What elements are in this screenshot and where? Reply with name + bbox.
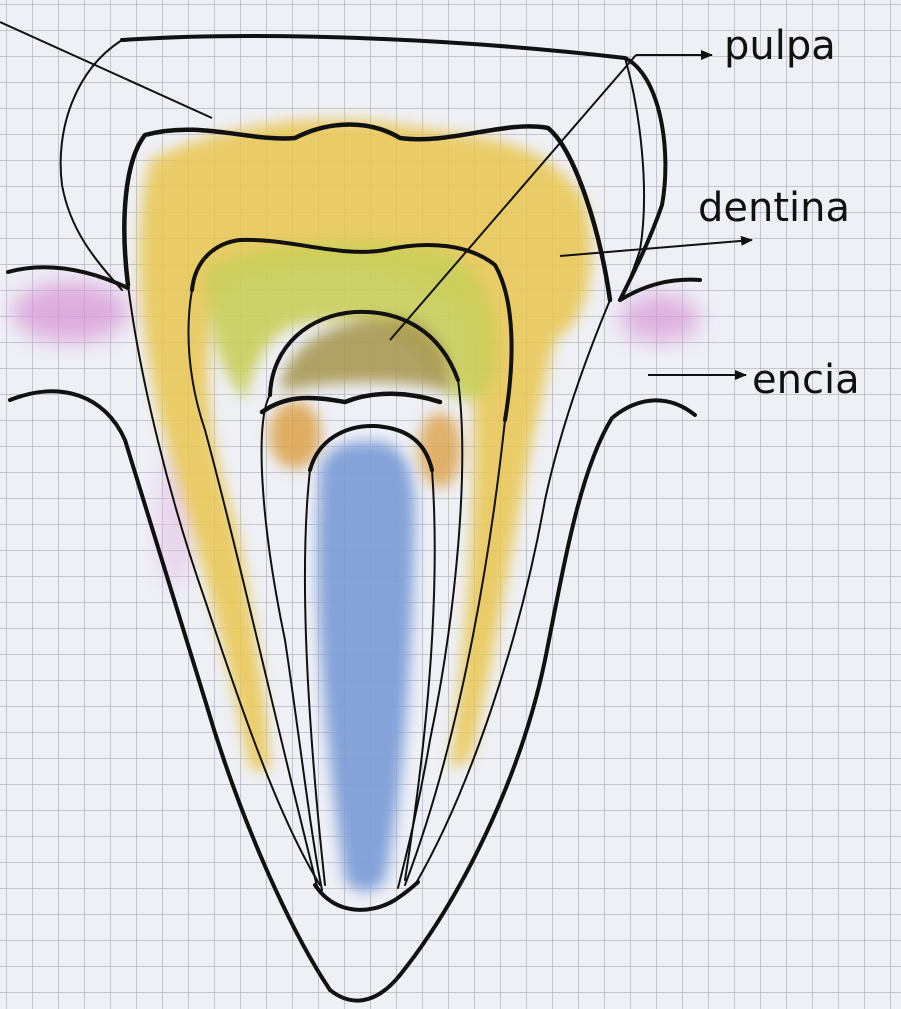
label-pulpa: pulpa [724,26,836,66]
label-dentina: dentina [698,188,850,228]
gum-pink-left [12,282,128,342]
gum-pink-right [620,294,700,342]
label-encia: encia [752,360,860,400]
